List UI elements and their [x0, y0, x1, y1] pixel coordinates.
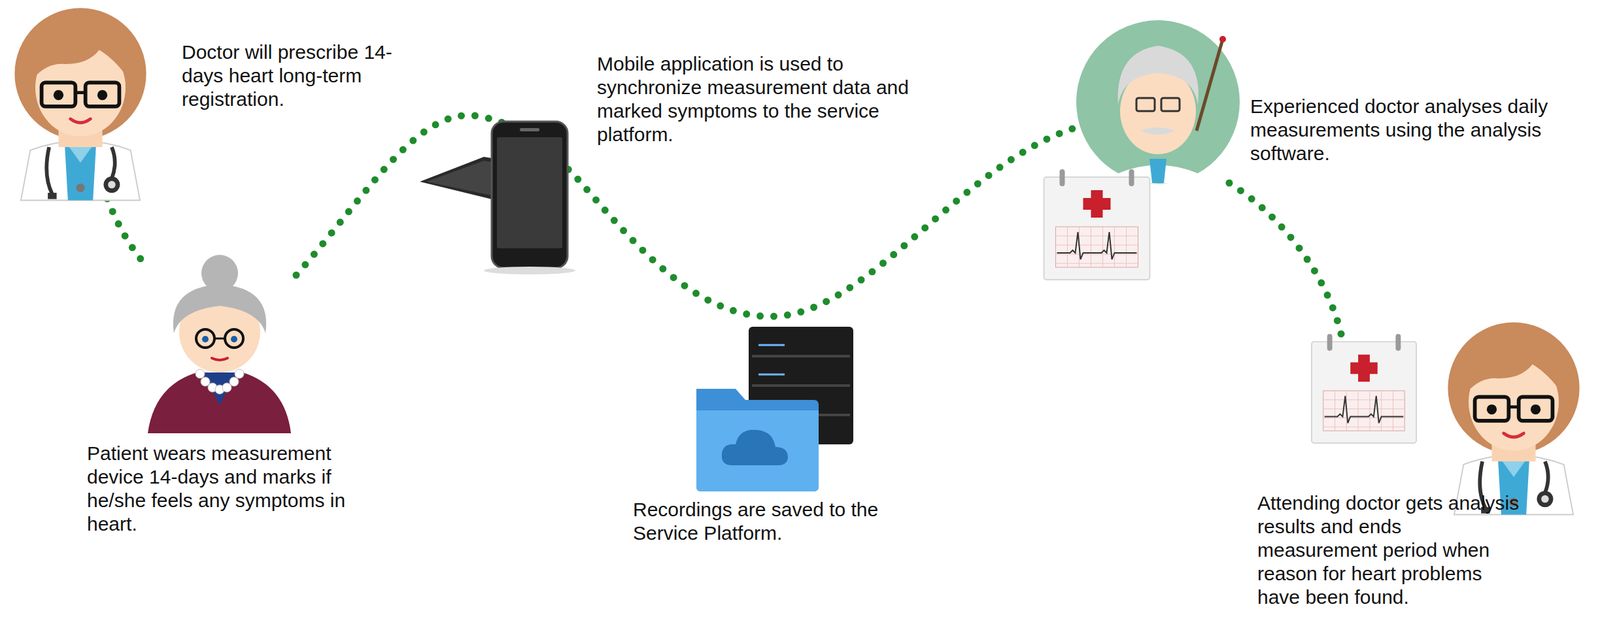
ecg-report [1311, 334, 1417, 444]
mobile-devices [419, 121, 576, 275]
step-description: Experienced doctor analyses daily measur… [1250, 94, 1558, 166]
patient-figure [147, 255, 291, 434]
attending-doctor [1447, 322, 1580, 515]
step-description: Doctor will prescribe 14-days heart long… [181, 40, 431, 112]
step-description: Mobile application is used to synchroniz… [596, 52, 911, 147]
step-description: Recordings are saved to the Service Plat… [632, 498, 921, 546]
step-description: Patient wears measurement device 14-days… [86, 442, 375, 537]
service-platform [696, 326, 854, 492]
step-description: Attending doctor gets analysis results a… [1257, 491, 1526, 610]
attending-doctor [14, 7, 146, 201]
ecg-report [1044, 169, 1151, 280]
analysing-doctor [1076, 20, 1240, 184]
